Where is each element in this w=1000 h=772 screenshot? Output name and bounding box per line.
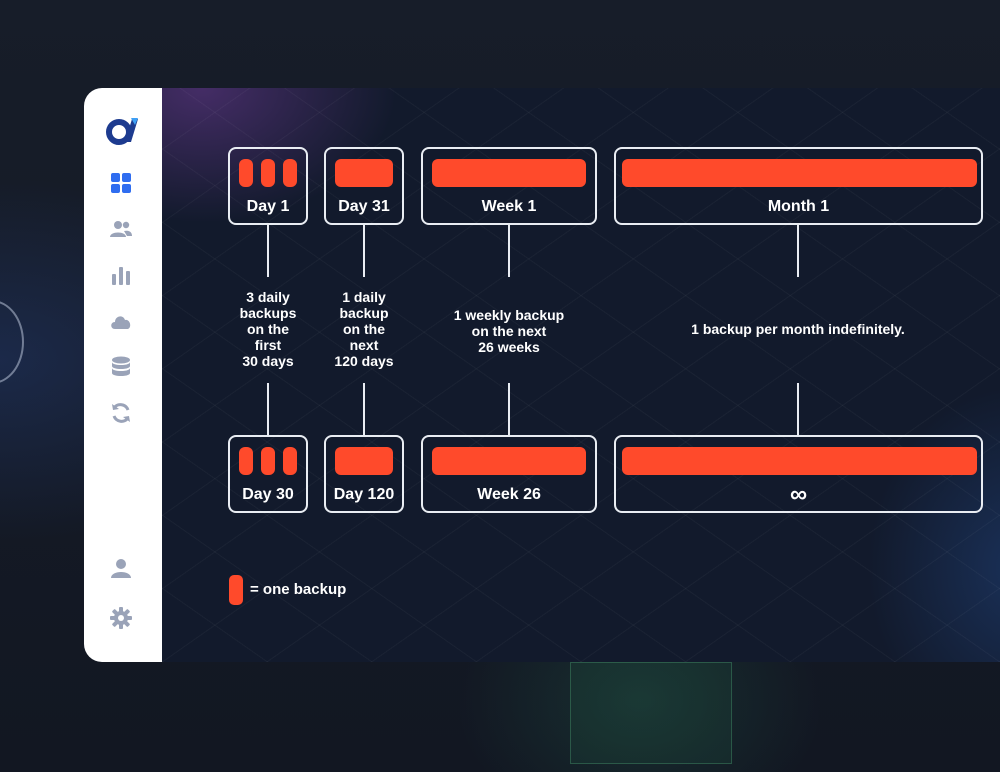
timeline-start-box: Day 1	[228, 147, 308, 225]
timeline-end-box: Week 26	[421, 435, 597, 513]
backup-bar	[432, 447, 586, 475]
timeline-end-box: Day 30	[228, 435, 308, 513]
user-icon[interactable]	[109, 556, 133, 580]
timeline-connector	[797, 225, 799, 277]
timeline-end-box: ∞	[614, 435, 983, 513]
backup-bar	[622, 159, 977, 187]
app-window: Day 1 3 daily backups on the first 30 da…	[84, 88, 1000, 662]
timeline-start-label: Day 31	[338, 198, 390, 215]
timeline-description: 1 daily backup on the next 120 days	[334, 289, 394, 369]
sync-icon[interactable]	[109, 401, 133, 425]
timeline-end-label: Day 30	[242, 486, 294, 503]
sidebar	[84, 88, 162, 662]
timeline-start-box: Week 1	[421, 147, 597, 225]
timeline-end-label: Week 26	[477, 486, 541, 503]
timeline-start-box: Day 31	[324, 147, 404, 225]
backup-bar	[261, 159, 275, 187]
timeline-description: 1 weekly backup on the next 26 weeks	[453, 307, 565, 355]
timeline-description: 3 daily backups on the first 30 days	[239, 289, 297, 369]
backup-bar	[283, 159, 297, 187]
timeline-end-box: Day 120	[324, 435, 404, 513]
backup-bar	[622, 447, 977, 475]
timeline-connector	[363, 383, 365, 435]
timeline-start-label: Month 1	[767, 198, 830, 215]
timeline-description: 1 backup per month indefinitely.	[691, 321, 905, 337]
timeline-start-box: Month 1	[614, 147, 983, 225]
background-cube	[570, 662, 732, 764]
backup-bar	[335, 447, 393, 475]
timeline-connector	[797, 383, 799, 435]
retention-panel: Day 1 3 daily backups on the first 30 da…	[162, 88, 1000, 662]
timeline-connector	[508, 225, 510, 277]
backup-bar	[239, 159, 253, 187]
app-logo[interactable]	[105, 115, 139, 147]
timeline-connector	[508, 383, 510, 435]
gear-icon[interactable]	[109, 606, 133, 630]
timeline-connector	[267, 225, 269, 277]
timeline-connector	[267, 383, 269, 435]
infinity-label: ∞	[789, 481, 808, 508]
users-icon[interactable]	[109, 217, 133, 241]
backup-bar	[335, 159, 393, 187]
timeline-start-label: Day 1	[246, 198, 290, 215]
grid-icon[interactable]	[109, 171, 133, 195]
backup-bar	[432, 159, 586, 187]
backup-bar	[239, 447, 253, 475]
backup-bar	[283, 447, 297, 475]
database-icon[interactable]	[109, 355, 133, 379]
legend-swatch	[229, 575, 243, 605]
timeline-end-label: Day 120	[333, 486, 395, 503]
cloud-icon[interactable]	[109, 309, 133, 333]
timeline-connector	[363, 225, 365, 277]
backup-bar	[261, 447, 275, 475]
legend-text: = one backup	[250, 581, 347, 598]
bar-chart-icon[interactable]	[109, 263, 133, 287]
timeline-start-label: Week 1	[481, 198, 537, 215]
